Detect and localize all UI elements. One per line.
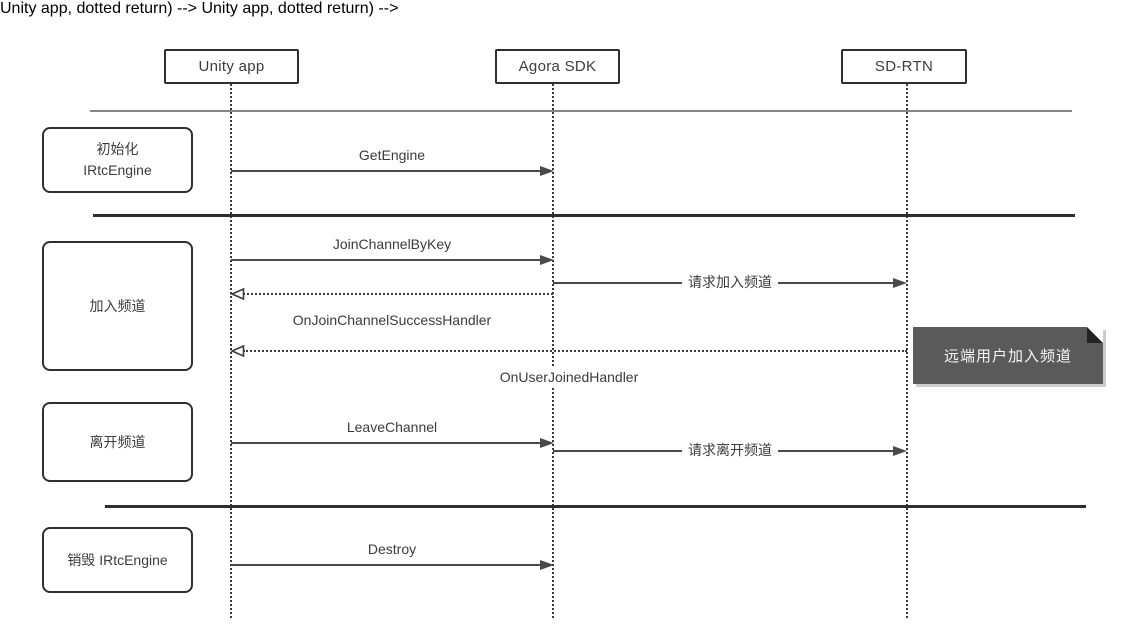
message-label-onjoinchannelsuccess: OnJoinChannelSuccessHandler bbox=[286, 311, 498, 330]
arrowhead-request-leave bbox=[893, 446, 907, 456]
message-label-request-leave: 请求离开频道 bbox=[682, 441, 778, 460]
message-label-getengine: GetEngine bbox=[352, 146, 432, 165]
message-line-getengine bbox=[231, 170, 541, 172]
arrowhead-getengine bbox=[540, 166, 554, 176]
phase-leave-channel: 离开频道 bbox=[42, 402, 193, 482]
separator-init-join bbox=[93, 214, 1075, 217]
phase-destroy-label: 销毁 IRtcEngine bbox=[67, 551, 168, 568]
actor-unity-app-label: Unity app bbox=[198, 58, 265, 75]
phase-destroy-irtcengine: 销毁 IRtcEngine bbox=[42, 527, 193, 593]
phase-join-label: 加入频道 bbox=[89, 297, 146, 314]
open-arrowhead-onuserjoined-icon bbox=[230, 345, 245, 357]
message-label-onuserjoined: OnUserJoinedHandler bbox=[493, 368, 645, 387]
actor-sd-rtn: SD-RTN bbox=[841, 49, 967, 84]
arrowhead-joinchannelbykey bbox=[540, 255, 554, 265]
actor-agora-sdk: Agora SDK bbox=[495, 49, 620, 84]
message-label-leavechannel: LeaveChannel bbox=[340, 418, 444, 437]
phase-join-channel: 加入频道 bbox=[42, 241, 193, 371]
message-line-leavechannel bbox=[231, 442, 541, 444]
phase-init-irtcengine: 初始化 IRtcEngine bbox=[42, 127, 193, 193]
message-line-onuserjoined bbox=[243, 350, 907, 352]
arrowhead-request-join bbox=[893, 278, 907, 288]
lifeline-sd-rtn bbox=[906, 84, 908, 618]
open-arrowhead-onjoinchannelsuccess-icon bbox=[230, 288, 245, 300]
arrowhead-leavechannel bbox=[540, 438, 554, 448]
message-label-request-join: 请求加入频道 bbox=[682, 273, 778, 292]
message-label-destroy: Destroy bbox=[361, 540, 423, 559]
separator-header bbox=[90, 110, 1072, 112]
arrowhead-destroy bbox=[540, 560, 554, 570]
note-remote-user-joined-text: 远端用户加入频道 bbox=[943, 348, 1072, 365]
message-label-joinchannelbykey: JoinChannelByKey bbox=[326, 235, 458, 254]
message-line-destroy bbox=[231, 564, 541, 566]
message-line-joinchannelbykey bbox=[231, 259, 541, 261]
phase-init-line2: IRtcEngine bbox=[83, 162, 152, 178]
actor-sd-rtn-label: SD-RTN bbox=[874, 58, 934, 75]
phase-init-line1: 初始化 bbox=[96, 141, 139, 157]
separator-leave-destroy bbox=[105, 505, 1086, 508]
phase-leave-label: 离开频道 bbox=[89, 433, 146, 450]
actor-unity-app: Unity app bbox=[164, 49, 299, 84]
actor-agora-sdk-label: Agora SDK bbox=[518, 58, 597, 75]
note-remote-user-joined: 远端用户加入频道 bbox=[913, 327, 1103, 384]
message-line-onjoinchannelsuccess bbox=[243, 293, 553, 295]
